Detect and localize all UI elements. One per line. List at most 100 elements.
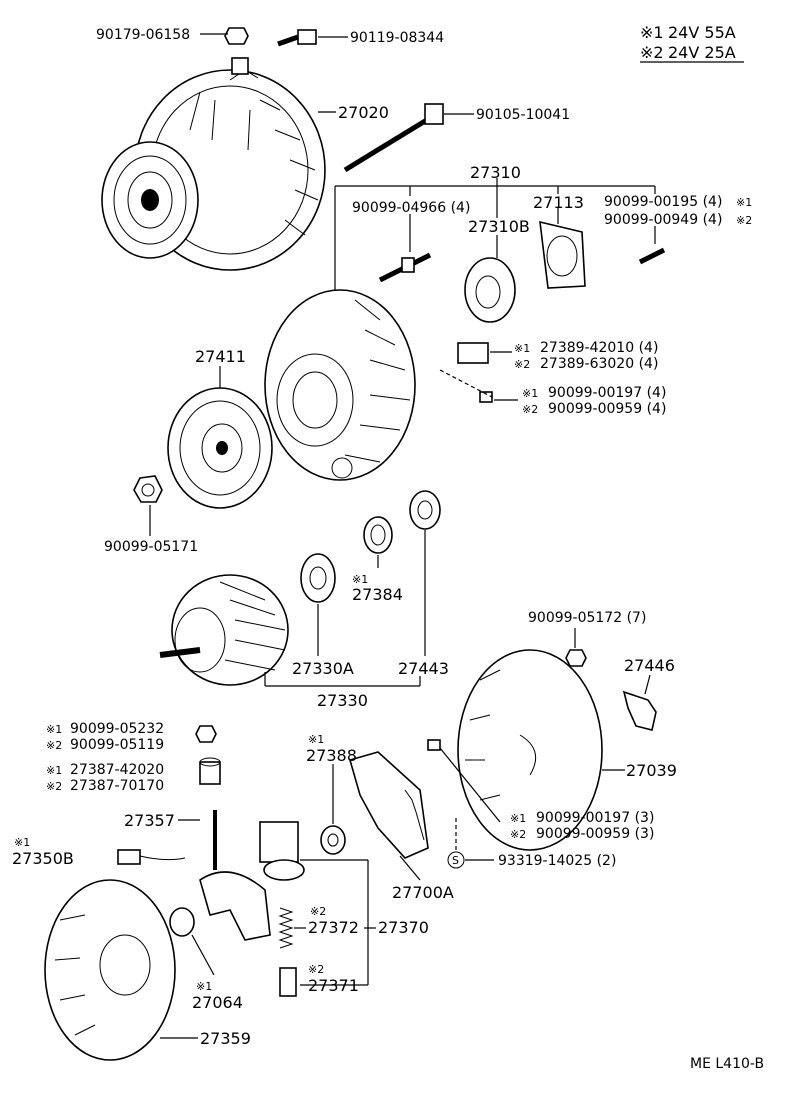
callout-27387-42020: 27387-42020 [70,762,164,778]
legend-mark-1: ※1 [640,23,664,42]
callout-27372-mark: ※2 [310,905,326,918]
callout-90099-00197b: 90099-00197 (3) [536,810,654,826]
rectifier-drawing [199,810,271,941]
callout-90099-00959a: 90099-00959 (4) [548,401,666,417]
callout-90099-05171: 90099-05171 [104,539,198,555]
diagram-code: ME L410-B [690,1056,764,1072]
terminal-plate-drawing [622,690,657,731]
callout-27330: 27330 [317,691,368,710]
leader-lines [149,33,656,1039]
callout-27350B-mark: ※1 [14,836,30,849]
callout-27389-42010-mark: ※1 [514,342,530,355]
small-screw-drawing [439,369,493,403]
front-bearing-drawing [464,257,516,323]
callout-27330A: 27330A [292,659,354,678]
drive-end-frame-drawing [264,289,416,481]
callout-27310: 27310 [470,163,521,182]
pulley-nut-drawing [133,475,163,503]
rotor-drawing [159,574,289,686]
callout-93319-14025: 93319-14025 (2) [498,853,616,869]
alternator-assembly-drawing [101,57,326,271]
callout-27113: 27113 [533,193,584,212]
callout-90099-00195-mark: ※1 [736,196,752,209]
callout-27039: 27039 [626,761,677,780]
callout-90099-00959b-mark: ※2 [510,828,526,841]
brush-holder-drawing [259,821,305,881]
callout-27384-mark: ※1 [352,573,368,586]
insulator-bush-drawing [320,825,346,855]
cover-nut-drawing [565,649,587,667]
callout-90099-00949: 90099-00949 (4) [604,212,722,228]
callout-27064: 27064 [192,993,243,1012]
regulator-screw-drawing [427,739,441,751]
callouts: 90179-06158 90119-08344 27020 90105-1004… [12,27,752,1048]
callout-90099-04966: 90099-04966 (4) [352,200,470,216]
retainer-plate-drawing [539,220,586,289]
callout-90179-06158: 90179-06158 [96,27,190,43]
brush-spring-drawing [278,907,294,949]
callout-27357: 27357 [124,811,175,830]
callout-90099-00949-mark: ※2 [736,214,752,227]
brush-drawing [279,967,297,997]
callout-90105-10041: 90105-10041 [476,107,570,123]
callout-27350B: 27350B [12,849,74,868]
callout-90099-05232-mark: ※1 [46,723,62,736]
callout-27064-mark: ※1 [196,980,212,993]
legend-text-1: 24V 55A [668,23,736,42]
slip-ring-cover-drawing [169,907,195,937]
legend: ※1 24V 55A ※2 24V 25A [640,23,744,63]
callout-90099-05119-mark: ※2 [46,739,62,752]
callout-27310B: 27310B [468,217,530,236]
callout-27020: 27020 [338,103,389,122]
callout-27446: 27446 [624,656,675,675]
callout-27700A: 27700A [392,883,454,902]
stud-drawing [378,252,432,283]
callout-90099-00197a-mark: ※1 [522,387,538,400]
rectifier-end-frame-drawing [44,879,176,1061]
pulley-drawing [167,387,273,509]
callout-93319-s-circle [447,851,465,869]
rear-bearing-drawing [300,553,336,603]
callout-27443: 27443 [398,659,449,678]
nut-drawing [224,27,249,45]
callout-27389-42010: 27389-42010 (4) [540,340,658,356]
bearing-cover-drawing [409,490,441,530]
callout-90099-00959a-mark: ※2 [522,403,538,416]
callout-27387-70170-mark: ※2 [46,780,62,793]
callout-27359: 27359 [200,1029,251,1048]
callout-90099-05172: 90099-05172 (7) [528,610,646,626]
callout-27389-63020: 27389-63020 (4) [540,356,658,372]
callout-93319-s: S [452,854,459,867]
callout-27371-mark: ※2 [308,963,324,976]
regulator-drawing [349,751,429,859]
screw-drawing [638,247,666,265]
callout-27372: 27372 [308,918,359,937]
legend-text-2: 24V 25A [668,43,736,62]
callout-27388: 27388 [306,746,357,765]
insulator-drawing [457,342,489,364]
through-bolt-drawing [343,103,444,173]
callout-27387-42020-mark: ※1 [46,764,62,777]
callout-27411: 27411 [195,347,246,366]
callout-90099-00959b: 90099-00959 (3) [536,826,654,842]
callout-90119-08344: 90119-08344 [350,30,444,46]
terminal-nut-drawing [195,725,217,743]
ring-drawing [363,516,393,554]
callout-27370: 27370 [378,918,429,937]
callout-90099-00197b-mark: ※1 [510,812,526,825]
callout-27388-mark: ※1 [308,733,324,746]
callout-27389-63020-mark: ※2 [514,358,530,371]
callout-27384: 27384 [352,585,403,604]
legend-mark-2: ※2 [640,43,664,62]
callout-27387-70170: 27387-70170 [70,778,164,794]
callout-90099-00197a: 90099-00197 (4) [548,385,666,401]
brush-holder-lead-drawing [117,849,186,865]
bolt-drawing [277,29,317,47]
callout-90099-05232: 90099-05232 [70,721,164,737]
callout-27371: 27371 [308,976,359,995]
callout-90099-05119: 90099-05119 [70,737,164,753]
callout-90099-00195: 90099-00195 (4) [604,194,722,210]
rear-end-cover-drawing [457,649,603,851]
terminal-bush-drawing [199,757,221,785]
